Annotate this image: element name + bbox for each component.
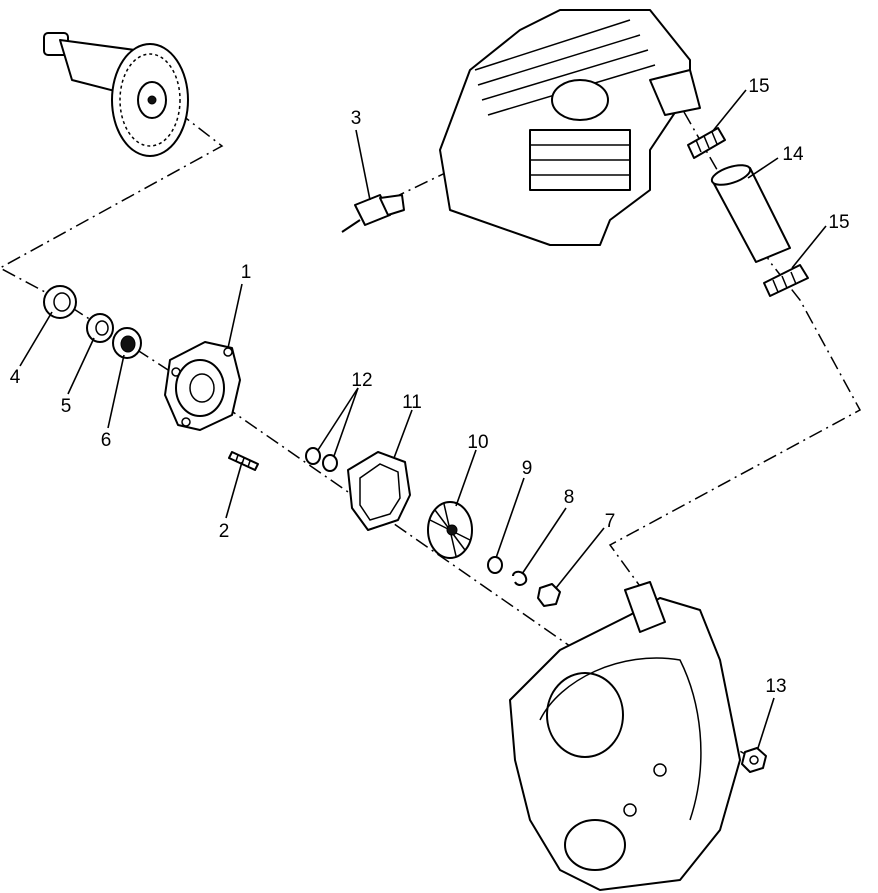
part-7-nut — [537, 583, 561, 607]
part-13-nut — [741, 747, 767, 773]
part-10-impeller — [427, 501, 473, 559]
part-15-hose-clamp-lower — [763, 264, 809, 297]
part-6-bearing — [112, 327, 142, 359]
part-8-clip — [512, 570, 528, 586]
leader-9 — [495, 477, 525, 559]
callout-3: 3 — [351, 108, 362, 129]
leader-13 — [757, 697, 775, 749]
part-4-oil-seal — [43, 285, 77, 319]
leader-8 — [521, 507, 567, 575]
leader-1 — [227, 283, 243, 349]
leader-lines — [19, 89, 827, 749]
leader-10 — [455, 449, 477, 507]
part-12-o-rings — [305, 447, 338, 472]
leader-15b — [791, 225, 827, 269]
callout-12: 12 — [351, 370, 372, 391]
callout-14: 14 — [782, 144, 804, 165]
callout-4: 4 — [10, 367, 21, 388]
callout-10: 10 — [467, 432, 488, 453]
leader-11 — [393, 409, 413, 459]
callout-2: 2 — [219, 521, 230, 542]
part-1-pump-housing — [164, 341, 241, 431]
part-15-hose-clamp-upper — [687, 127, 726, 159]
part-11-gasket — [347, 451, 411, 531]
leader-4 — [19, 311, 53, 367]
leader-6 — [107, 354, 125, 429]
callout-5: 5 — [61, 396, 72, 417]
callout-6: 6 — [101, 430, 112, 451]
cylinder-engine-block — [439, 9, 701, 246]
callout-15-upper: 15 — [748, 76, 769, 97]
callout-8: 8 — [564, 487, 575, 508]
leader-15a — [711, 89, 747, 133]
assembly-line-drive-shaft — [0, 111, 591, 661]
part-14-coolant-hose — [710, 164, 791, 263]
leader-7 — [555, 527, 605, 589]
callout-labels: 1 2 3 4 5 6 7 8 9 10 11 12 13 14 15 15 — [10, 76, 850, 697]
callout-15-lower: 15 — [828, 212, 849, 233]
part-5-bearing — [86, 313, 114, 343]
part-2-stud — [228, 451, 259, 471]
leader-12b — [333, 387, 359, 457]
callout-7: 7 — [605, 511, 616, 532]
leader-14 — [747, 157, 779, 179]
leader-12a — [317, 387, 359, 451]
leader-5 — [67, 337, 95, 395]
callout-1: 1 — [241, 262, 252, 283]
leader-3 — [355, 129, 371, 201]
callout-13: 13 — [765, 676, 786, 697]
part-9-seal — [487, 556, 503, 574]
leader-2 — [225, 461, 243, 519]
engine-side-cover — [509, 581, 741, 891]
drive-shaft-gear — [43, 32, 189, 157]
part-3-temperature-sensor — [341, 194, 405, 233]
callout-11: 11 — [402, 392, 422, 413]
callout-9: 9 — [522, 458, 533, 479]
